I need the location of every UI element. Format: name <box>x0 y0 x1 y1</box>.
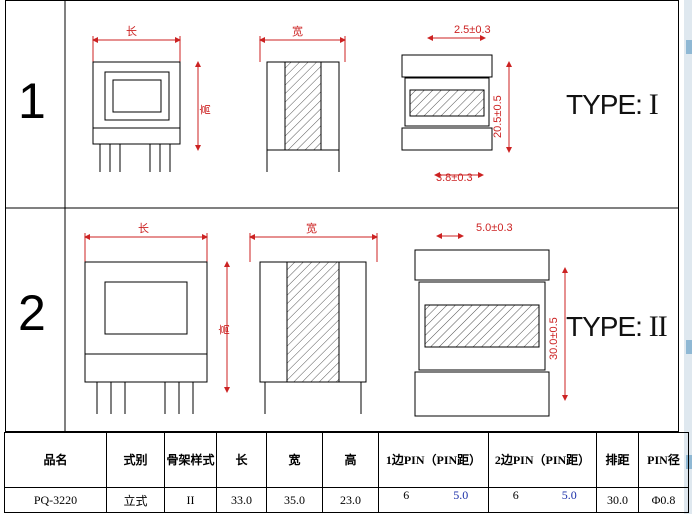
header-row-pitch: 排距 <box>596 432 639 488</box>
drawing-panel <box>5 0 679 432</box>
cell-height: 23.0 <box>322 487 379 513</box>
cell-side1-pins: 6 <box>403 488 410 502</box>
row1-bottom-view <box>401 35 512 178</box>
cell-side2-pins: 6 <box>512 488 519 502</box>
row2-front-view <box>84 233 230 414</box>
cell-pin-diameter: Φ0.8 <box>638 487 689 513</box>
header-side2: 2边PIN（PIN距） <box>488 432 597 488</box>
header-style: 式别 <box>106 432 165 488</box>
cell-length: 33.0 <box>216 487 267 513</box>
side-marker <box>686 455 692 469</box>
header-width: 宽 <box>266 432 323 488</box>
cell-name: PQ-3220 <box>4 487 107 513</box>
spec-table: 品名 式别 骨架样式 长 宽 高 1边PIN（PIN距） 2边PIN（PIN距）… <box>4 432 689 513</box>
row2-side-view <box>249 233 378 414</box>
table-header-row: 品名 式别 骨架样式 长 宽 高 1边PIN（PIN距） 2边PIN（PIN距）… <box>4 432 689 488</box>
side-marker <box>686 40 692 54</box>
cell-width: 35.0 <box>266 487 323 513</box>
cell-frame: II <box>164 487 217 513</box>
cell-side2-pitch: 5.0 <box>561 488 577 502</box>
cell-style: 立式 <box>106 487 165 513</box>
row2-bottom-view <box>414 233 568 417</box>
header-pin-diameter: PIN径 <box>638 432 689 488</box>
header-name: 品名 <box>4 432 107 488</box>
cell-side1-pitch: 5.0 <box>453 488 469 502</box>
side-scroll-track <box>684 0 692 514</box>
row1-side-view <box>259 36 346 172</box>
header-frame: 骨架样式 <box>164 432 217 488</box>
header-length: 长 <box>216 432 267 488</box>
cell-row-pitch: 30.0 <box>596 487 639 513</box>
side-marker <box>686 340 692 354</box>
header-height: 高 <box>322 432 379 488</box>
row1-front-view <box>92 36 201 172</box>
header-side1: 1边PIN（PIN距） <box>378 432 489 488</box>
